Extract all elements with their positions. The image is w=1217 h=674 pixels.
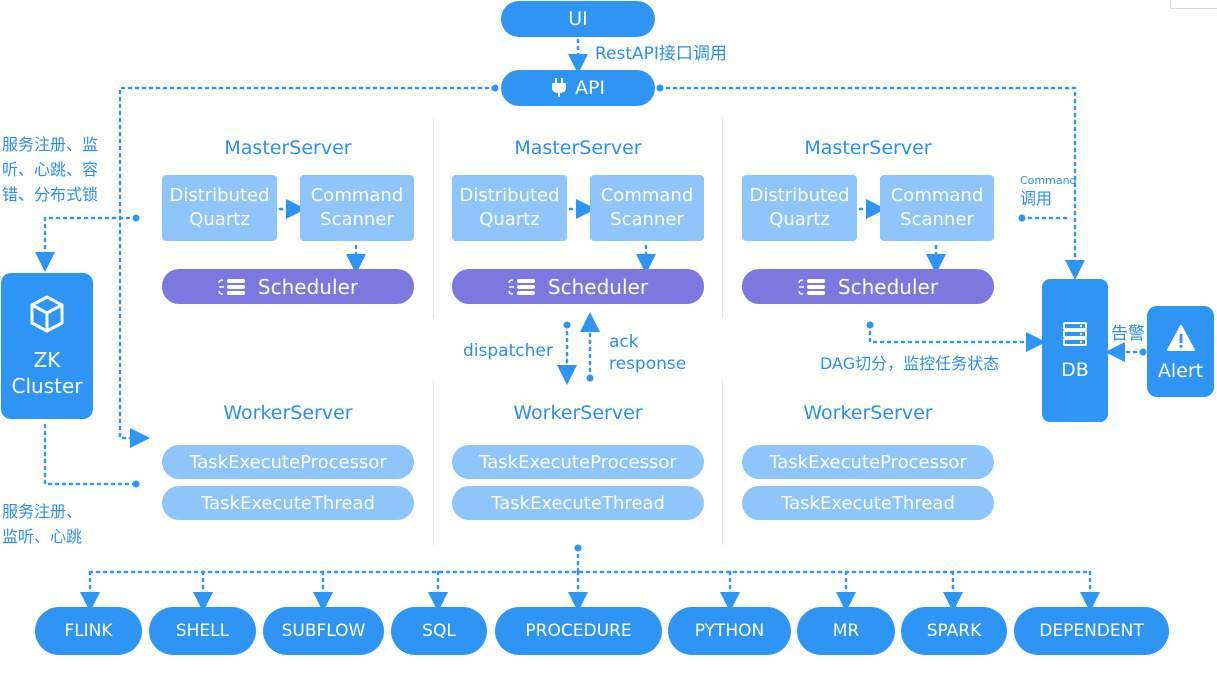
alert-label: Alert [1157, 360, 1204, 382]
plug-icon [551, 78, 566, 97]
zk-note-bottom: 服务注册、 监听、心跳 [2, 499, 82, 549]
warning-icon [1166, 325, 1195, 351]
task-sql: SQL [391, 607, 487, 655]
task-subflow: SUBFLOW [263, 607, 384, 655]
ui-label: UI [568, 8, 588, 30]
cs-line1: Command [310, 185, 404, 206]
note-line: 服务注册、 [2, 502, 83, 521]
note-line: 听、心跳、容 [2, 160, 99, 179]
cs-line1: Command [600, 185, 694, 206]
task-execute-thread: TaskExecuteThread [742, 486, 994, 520]
master-title: MasterServer [224, 137, 352, 159]
zk-cluster-node: ZK Cluster [1, 273, 93, 419]
api-node: API [501, 70, 655, 106]
dq-line2: Quartz [479, 209, 540, 230]
task-spark: SPARK [901, 607, 1007, 655]
task-execute-thread: TaskExecuteThread [452, 486, 704, 520]
note-line: 监听、心跳 [2, 527, 83, 546]
dq-line1: Distributed [169, 185, 270, 206]
dq-line1: Distributed [459, 185, 560, 206]
task-execute-thread: TaskExecuteThread [162, 486, 414, 520]
task-flink: FLINK [35, 607, 142, 655]
cs-line2: Scanner [610, 209, 684, 230]
ui-node: UI [501, 1, 655, 37]
ack-line: ack [609, 332, 639, 352]
alarm-label: 告警 [1111, 324, 1145, 344]
db-label: DB [1061, 359, 1089, 381]
server-icon [1063, 322, 1087, 346]
cs-line2: Scanner [320, 209, 394, 230]
task-shell: SHELL [149, 607, 256, 655]
cube-icon [30, 295, 64, 333]
db-node: DB [1042, 279, 1108, 422]
command-small-label: Command [1020, 174, 1077, 187]
dag-label: DAG切分，监控任务状态 [820, 354, 1000, 373]
command-call-label: 调用 [1020, 189, 1053, 208]
task-procedure: PROCEDURE [495, 607, 662, 655]
response-line: response [609, 354, 687, 374]
dq-line2: Quartz [189, 209, 250, 230]
task-mr: MR [797, 607, 895, 655]
task-dependent: DEPENDENT [1014, 607, 1169, 655]
scheduler-label: Scheduler [257, 274, 359, 299]
scheduler: Scheduler [162, 269, 414, 304]
task-execute-processor: TaskExecuteProcessor [452, 445, 704, 479]
note-line: 服务注册、监 [2, 135, 99, 154]
alert-node: Alert [1147, 306, 1214, 397]
scheduler: Scheduler [742, 269, 994, 304]
zk-label: ZK [33, 348, 61, 372]
master-title: MasterServer [804, 137, 932, 159]
cs-line2: Scanner [900, 209, 974, 230]
master-title: MasterServer [514, 137, 642, 159]
database-icon [798, 278, 825, 295]
zk-note-top: 服务注册、监 听、心跳、容 错、分布式锁 [2, 132, 98, 207]
task-execute-processor: TaskExecuteProcessor [742, 445, 994, 479]
scheduler-label: Scheduler [837, 274, 939, 299]
database-icon [218, 278, 245, 295]
cluster-label: Cluster [11, 374, 83, 398]
task-execute-processor: TaskExecuteProcessor [162, 445, 414, 479]
worker-title: WorkerServer [223, 402, 353, 424]
scheduler: Scheduler [452, 269, 704, 304]
dq-line2: Quartz [769, 209, 830, 230]
task-python: PYTHON [668, 607, 791, 655]
dq-line1: Distributed [749, 185, 850, 206]
worker-title: WorkerServer [803, 402, 933, 424]
database-icon [508, 278, 535, 295]
dispatcher-label: dispatcher [463, 341, 553, 361]
scheduler-label: Scheduler [547, 274, 649, 299]
restapi-label: RestAPI接口调用 [595, 44, 727, 64]
api-label: API [574, 77, 606, 99]
cs-line1: Command [890, 185, 984, 206]
worker-title: WorkerServer [513, 402, 643, 424]
ack-response-label: ack response [609, 331, 686, 375]
note-line: 错、分布式锁 [2, 185, 99, 204]
